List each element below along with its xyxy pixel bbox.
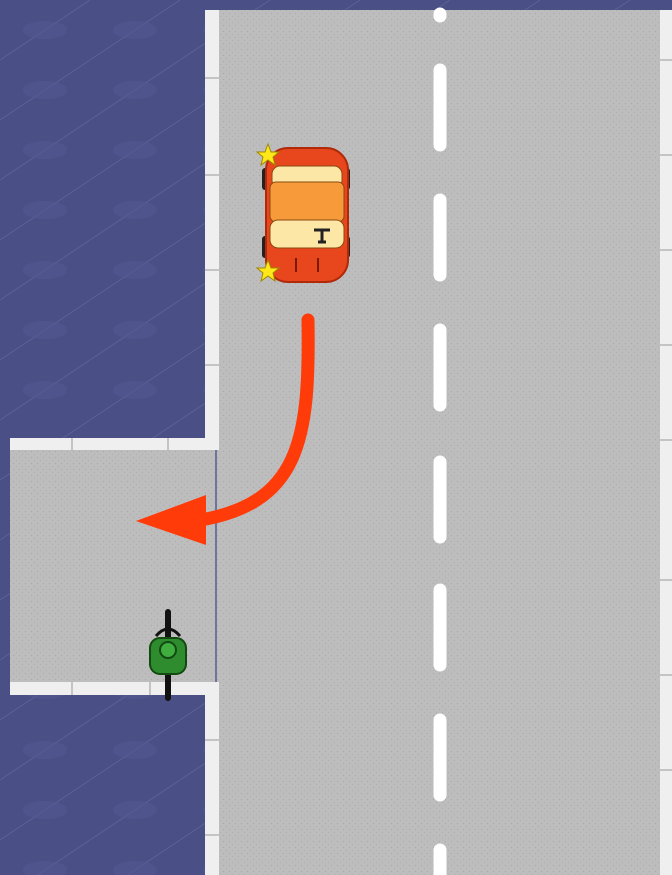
side-street-curb-bottom [10, 682, 219, 695]
side-street-curb-top [10, 438, 219, 450]
car-roof [269, 181, 345, 223]
motorcycle [149, 609, 187, 701]
side-street [10, 438, 220, 695]
star-icon [255, 258, 281, 283]
left-curb-lower [205, 695, 219, 875]
car [255, 142, 350, 283]
left-curb-upper [205, 10, 219, 440]
star-icon [255, 142, 281, 167]
rider-helmet [159, 641, 177, 659]
right-curb [660, 10, 672, 875]
curved-arrow-icon [136, 313, 315, 545]
car-windshield-front [269, 219, 345, 249]
